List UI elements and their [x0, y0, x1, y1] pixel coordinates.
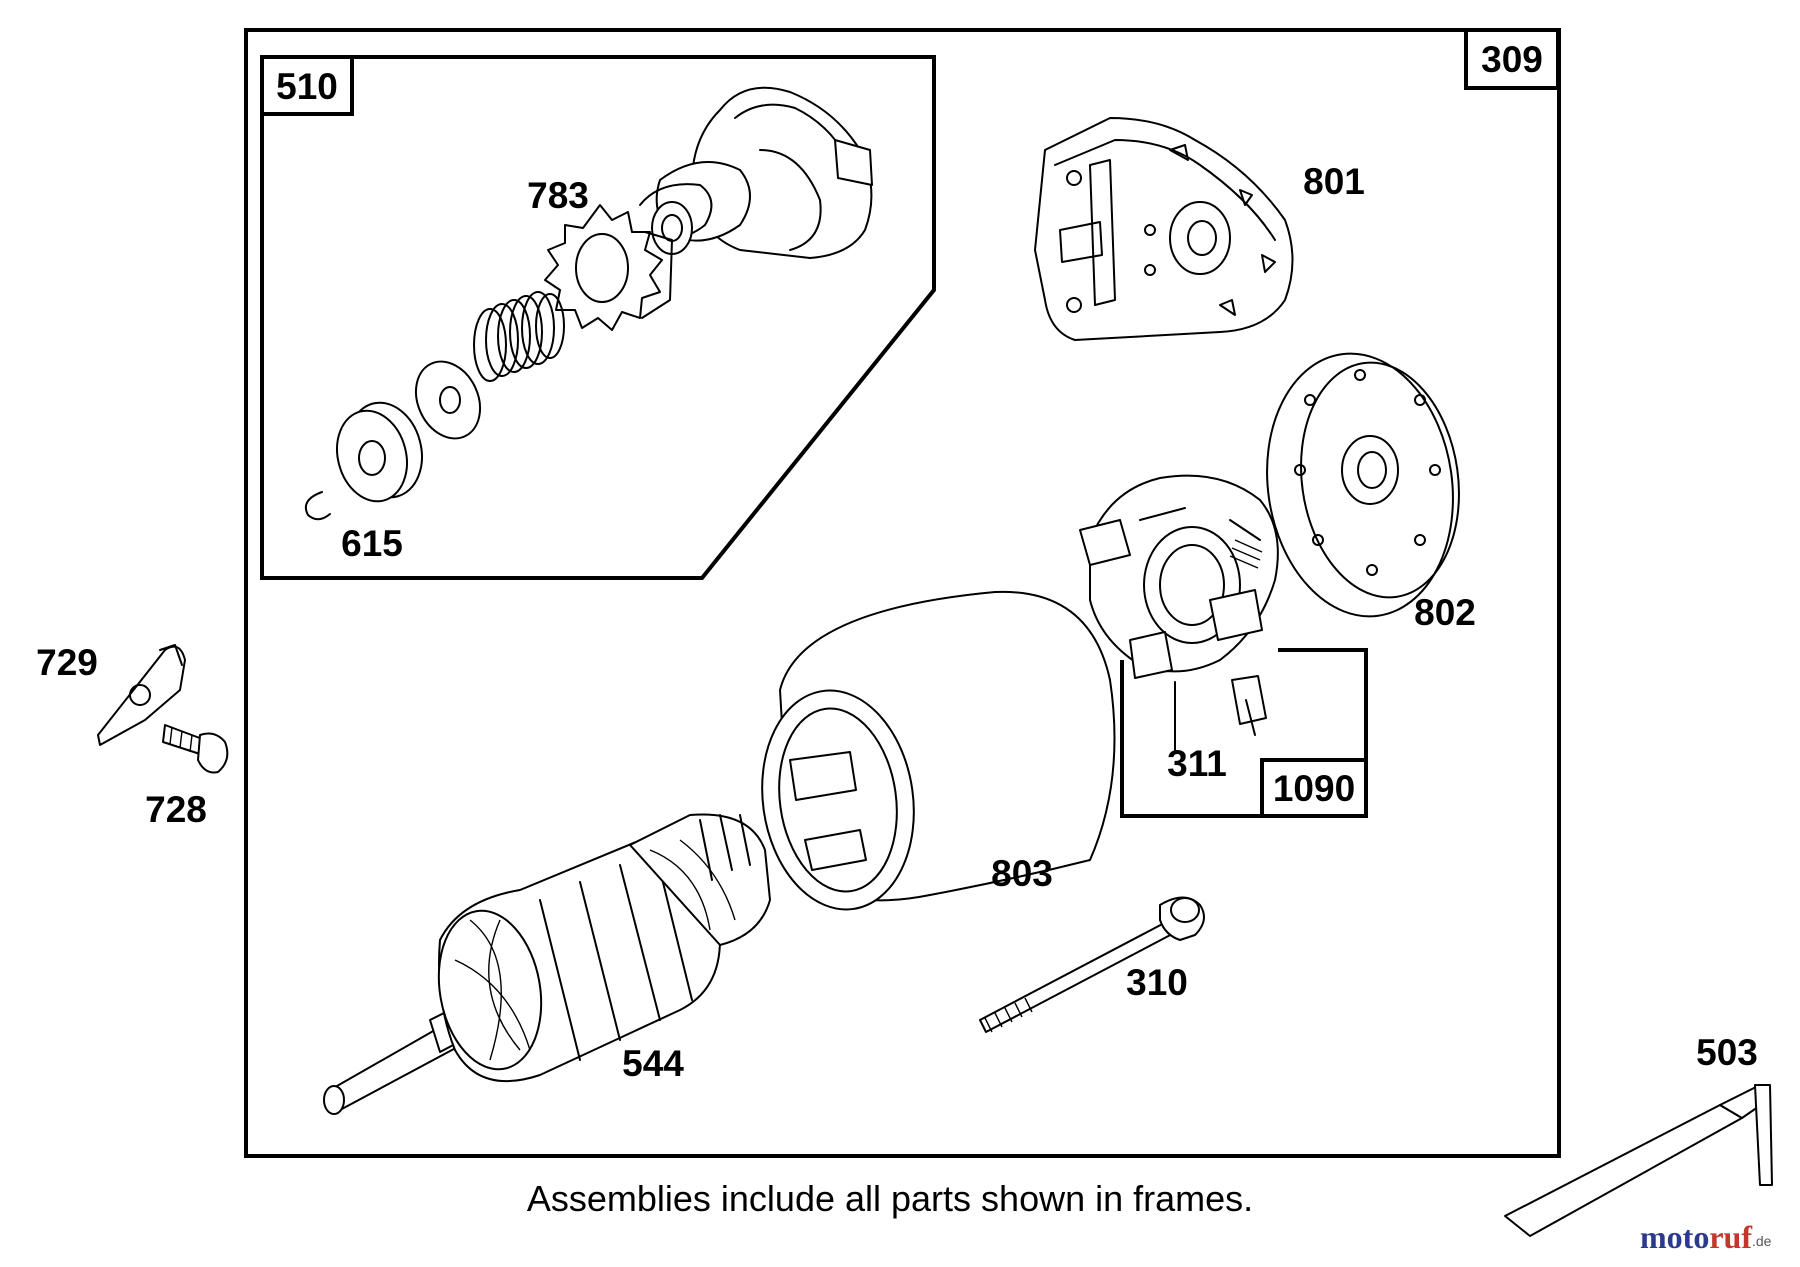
pinion-frame	[260, 55, 936, 580]
frame-1090-tab	[1260, 758, 1368, 818]
part-label-728: 728	[145, 789, 207, 830]
screw-728-drawing	[162, 724, 229, 774]
part-label-729: 729	[36, 642, 98, 683]
watermark-suffix: .de	[1752, 1233, 1772, 1249]
part-label-310: 310	[1126, 962, 1188, 1003]
outer-frame	[244, 28, 1561, 1158]
part-label-311: 311	[1167, 743, 1227, 784]
drive-gear-drawing	[544, 204, 673, 331]
watermark: motoruf.de	[1640, 1219, 1772, 1255]
frame-1090: 1090	[1120, 648, 1368, 818]
brush-plate-drawing	[1079, 474, 1279, 736]
end-cap-801-drawing	[1034, 117, 1294, 341]
washer-drawing	[414, 360, 482, 440]
bracket-729-drawing	[97, 644, 186, 746]
frame-label-1090: 1090	[1273, 768, 1355, 809]
part-label-801: 801	[1303, 161, 1365, 202]
part-label-503: 503	[1696, 1032, 1758, 1073]
frame-label-309: 309	[1481, 39, 1543, 80]
frame-510-tab	[260, 55, 354, 116]
part-label-544: 544	[622, 1043, 684, 1084]
spring-drawing	[473, 291, 565, 382]
part-label-803: 803	[991, 853, 1053, 894]
armature-544-drawing	[323, 813, 771, 1115]
housing-803-drawing	[761, 590, 1116, 911]
watermark-part2: ruf	[1709, 1219, 1752, 1255]
retainer-ring-drawing	[304, 491, 331, 521]
part-label-783: 783	[527, 175, 589, 216]
strap-503-drawing	[1504, 1084, 1773, 1237]
collar-drawing	[336, 401, 423, 503]
caption: Assemblies include all parts shown in fr…	[527, 1178, 1253, 1219]
frame-309-tab	[1464, 28, 1560, 90]
part-label-802: 802	[1414, 592, 1476, 633]
frame-510: 510	[260, 55, 936, 580]
frame-label-510: 510	[276, 66, 338, 107]
thru-bolt-310-drawing	[979, 896, 1205, 1033]
watermark-part1: moto	[1640, 1219, 1709, 1255]
frame-309: 309	[244, 28, 1561, 1158]
part-label-615: 615	[341, 523, 403, 564]
drive-housing-drawing	[639, 86, 873, 259]
end-cap-802-drawing	[1266, 352, 1460, 618]
